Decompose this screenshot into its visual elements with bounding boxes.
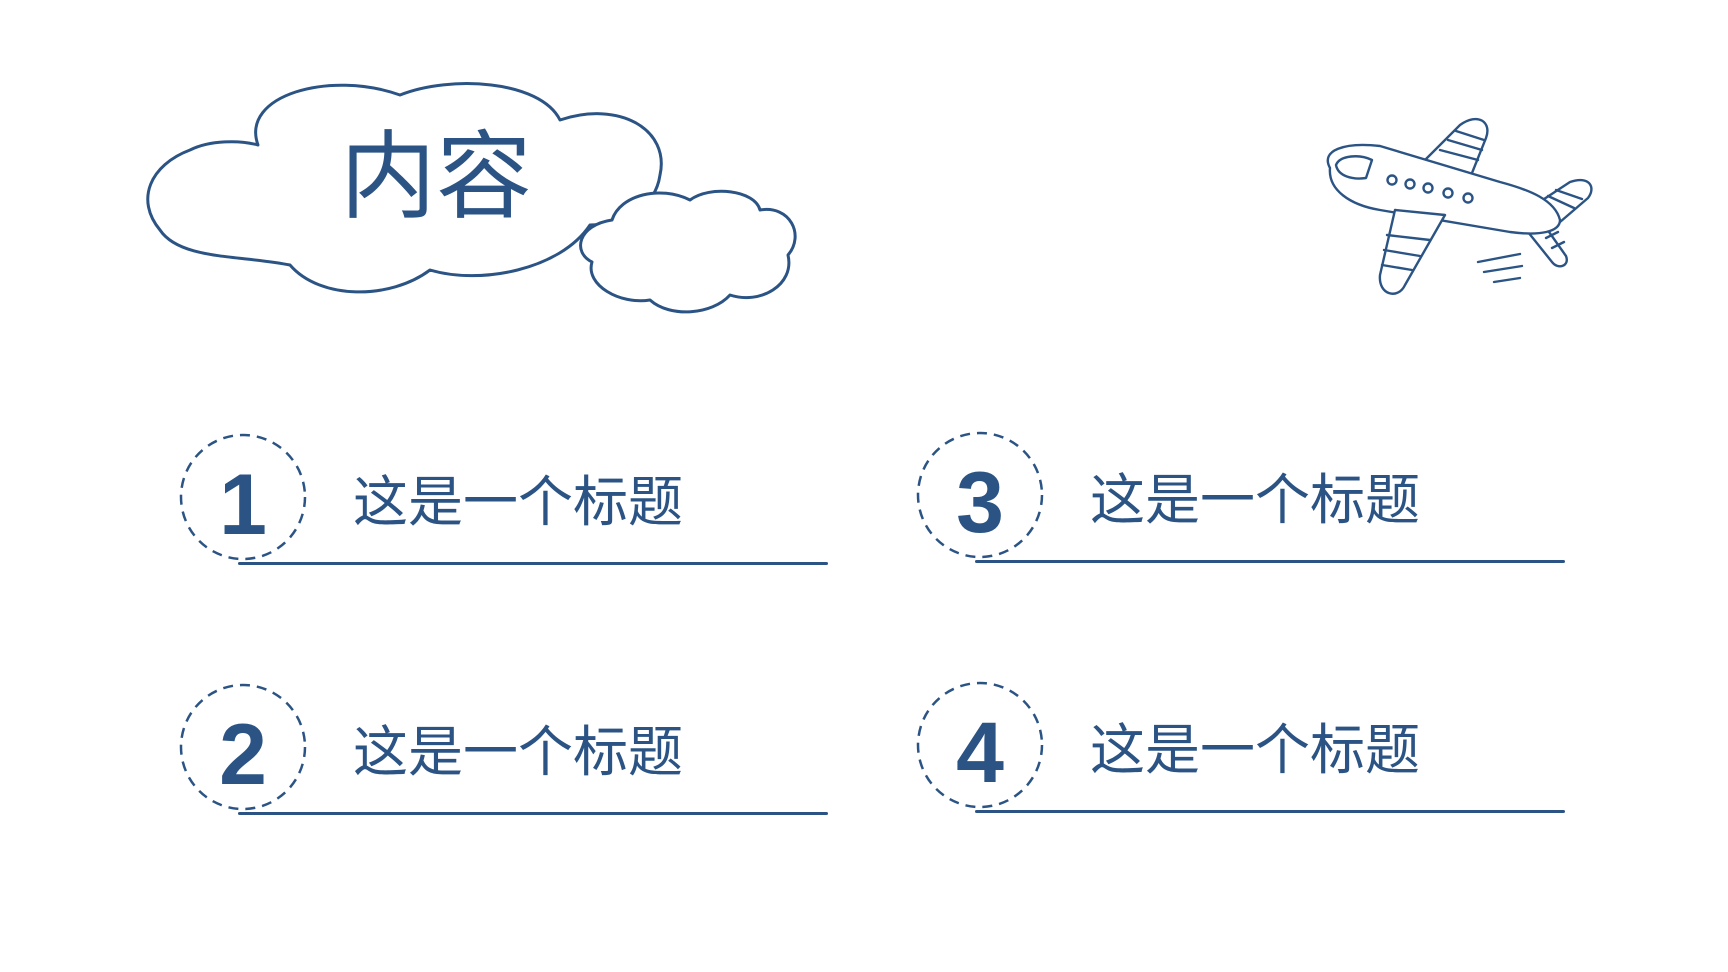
dashed-circle-icon: [179, 683, 307, 811]
item-title: 这是一个标题: [1090, 718, 1421, 782]
item-number: 1: [219, 457, 267, 553]
list-item-3[interactable]: 3 这是一个标题: [915, 430, 1575, 570]
list-item-4[interactable]: 4 这是一个标题: [915, 680, 1575, 820]
item-underline: [238, 562, 828, 565]
item-number: 2: [219, 707, 267, 803]
item-underline: [975, 560, 1565, 563]
list-item-2[interactable]: 2 这是一个标题: [178, 682, 838, 822]
dashed-circle-icon: [916, 681, 1044, 809]
item-title: 这是一个标题: [353, 470, 684, 534]
airplane-icon: [1326, 117, 1593, 295]
list-item-1[interactable]: 1 这是一个标题: [178, 432, 838, 572]
item-underline: [238, 812, 828, 815]
item-title: 这是一个标题: [1090, 468, 1421, 532]
item-number: 4: [956, 705, 1004, 801]
dashed-circle-icon: [179, 433, 307, 561]
dashed-circle-icon: [916, 431, 1044, 559]
item-number: 3: [956, 455, 1004, 551]
cloud-icon: [146, 82, 797, 314]
item-title: 这是一个标题: [353, 720, 684, 784]
item-underline: [975, 810, 1565, 813]
page-title: 内容: [340, 121, 532, 233]
